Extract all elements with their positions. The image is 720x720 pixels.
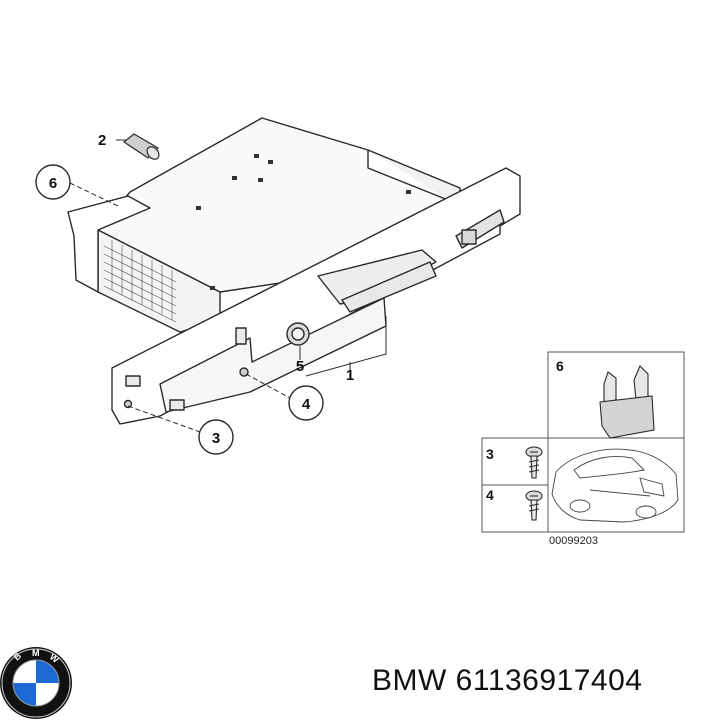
- legend-clip-6: [599, 365, 655, 439]
- legend-car: [551, 448, 679, 523]
- part-2-cylinder: [122, 133, 160, 160]
- callout-2: 2: [98, 132, 106, 149]
- screw-hole-3: [123, 399, 133, 409]
- image-code: 00099203: [549, 535, 598, 547]
- svg-text:5: 5: [296, 358, 304, 375]
- radio-unit: [67, 117, 461, 333]
- svg-text:M: M: [32, 648, 40, 658]
- svg-text:1: 1: [346, 367, 354, 384]
- left-clip-lower: [169, 399, 185, 411]
- legend-item-6: 6: [556, 358, 564, 374]
- svg-text:3: 3: [212, 430, 220, 447]
- faceplate-frame: [111, 167, 521, 425]
- svg-text:4: 4: [302, 396, 311, 413]
- display-window: [341, 261, 437, 313]
- legend-item-3: 3: [486, 446, 494, 462]
- svg-text:2: 2: [98, 132, 106, 149]
- brand-name: BMW: [372, 664, 447, 697]
- part-number: 61136917404: [455, 664, 643, 697]
- center-clip: [235, 327, 247, 345]
- radio-side-plate: [67, 195, 151, 293]
- legend-screw-4: [525, 490, 543, 521]
- callout-5: 5: [296, 358, 304, 375]
- left-clip-upper: [125, 375, 141, 387]
- right-button-small: [461, 229, 477, 245]
- legend-box: [481, 351, 685, 533]
- legend-screw-3: [525, 446, 543, 479]
- volume-knob-inner: [291, 327, 305, 341]
- top-screw-holes: [196, 154, 411, 290]
- vent-grid: [103, 240, 177, 323]
- leader-lines: [69, 139, 387, 433]
- svg-text:B: B: [12, 650, 24, 662]
- callout-4: 4: [288, 385, 324, 421]
- bmw-logo: B M W: [0, 647, 72, 719]
- callout-3: 3: [198, 419, 234, 455]
- callout-1: 1: [346, 367, 354, 384]
- part-number-label: BMW 61136917404: [372, 664, 642, 698]
- callout-6: 6: [35, 164, 71, 200]
- legend-item-4: 4: [486, 487, 494, 503]
- svg-text:6: 6: [49, 175, 57, 192]
